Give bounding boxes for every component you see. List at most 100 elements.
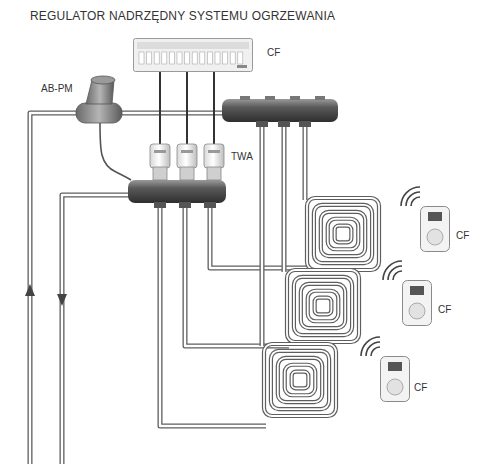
flow-arrow: [57, 294, 67, 306]
thermostat-shape: [380, 356, 410, 402]
actuator-wire: [186, 72, 188, 145]
floor-heating-loop: [308, 291, 339, 322]
actuator-adapter: [153, 167, 167, 180]
supply-pipe: [30, 113, 228, 464]
manifold-outlet: [256, 121, 268, 127]
actuator-logo: [181, 150, 193, 153]
controller-housing: [134, 39, 253, 72]
actuator-adapter: [180, 167, 194, 180]
terminal-block: [230, 52, 235, 64]
floor-heating-loop: [294, 277, 352, 335]
thermostat-shape: [420, 206, 450, 252]
floor-heating-loop: [264, 344, 336, 416]
terminal-block: [200, 52, 205, 64]
thermostat-display: [410, 286, 424, 295]
actuator-adapter: [207, 167, 221, 180]
terminal-block: [147, 52, 152, 64]
thermal-actuator: [150, 144, 170, 168]
floor-heating-loop: [285, 365, 316, 396]
return-pipe: [62, 195, 132, 464]
terminal-block: [223, 52, 228, 64]
controller-logo: [237, 65, 247, 68]
thermostat-shape: [402, 280, 432, 326]
manifold-port: [290, 96, 300, 100]
terminal-block: [238, 52, 243, 64]
wireless-signal: [406, 192, 420, 206]
valve-body: [76, 103, 122, 123]
return-manifold: [128, 180, 226, 203]
controller-shape: [133, 38, 253, 72]
actuator-wire: [159, 72, 161, 145]
wireless-signal: [401, 187, 420, 206]
floor-heating-loop: [307, 198, 379, 270]
floor-heating-loop: [321, 212, 365, 256]
terminal-block: [192, 52, 197, 64]
flow-arrow: [25, 284, 35, 296]
floor-heating-loop: [271, 351, 329, 409]
loop-return-pipe: [160, 202, 266, 426]
floor-heating-loop: [314, 205, 372, 263]
thermostat-dial: [409, 303, 425, 319]
floor-heating-loop: [328, 219, 359, 250]
terminal-block: [177, 52, 182, 64]
floor-heating-loop: [301, 284, 345, 328]
floor-heating-loop: [278, 358, 322, 402]
floor-heating-loop: [314, 205, 372, 263]
floor-heating-loop: [321, 212, 365, 256]
floor-heating-loop: [287, 270, 359, 342]
valve-label: AB-PM: [40, 83, 74, 94]
thermostat-housing: [421, 207, 450, 252]
loop-supply-pipe: [304, 122, 306, 200]
terminal-block: [154, 52, 159, 64]
master-controller: CF: [133, 38, 253, 72]
room-thermostat: CF: [402, 280, 432, 326]
thermostat-housing: [403, 281, 432, 326]
floor-heating-loop: [307, 198, 379, 270]
loop-supply-pipe: [261, 122, 263, 346]
thermostat-dial: [387, 379, 403, 395]
loop-supply-pipe: [260, 122, 265, 346]
terminal-strip: [137, 42, 249, 49]
thermostat-display: [388, 362, 402, 371]
supply-manifold: [222, 99, 338, 122]
device-label: CF: [438, 304, 451, 315]
wireless-signal: [411, 197, 420, 206]
floor-heating-loop: [285, 365, 316, 396]
manifold-outlet: [278, 121, 290, 127]
loop-supply-pipe: [282, 122, 287, 272]
manifold-outlet: [299, 121, 311, 127]
return-pipe: [62, 195, 132, 464]
device-label: CF: [267, 47, 280, 58]
loop-return-pipe: [185, 202, 289, 346]
loop-return-pipe: [185, 202, 289, 346]
floor-heating-loop: [328, 219, 359, 250]
room-thermostat: CF: [380, 356, 410, 402]
manifold-port: [240, 96, 250, 100]
actuator-label: TWA: [230, 151, 254, 162]
room-thermostat: CF: [420, 206, 450, 252]
floor-heating-loop: [271, 351, 329, 409]
terminal-block: [162, 52, 167, 64]
diagram-title: REGULATOR NADRZĘDNY SYSTEMU OGRZEWANIA: [30, 9, 335, 23]
wireless-signal: [393, 271, 402, 280]
floor-heating-loop: [315, 298, 332, 315]
thermostat-dial: [427, 229, 443, 245]
actuator-logo: [154, 150, 166, 153]
floor-heating-loop: [335, 226, 352, 243]
wireless-signal: [371, 347, 380, 356]
terminal-block: [207, 52, 212, 64]
thermal-actuator: [177, 144, 197, 168]
thermal-actuator: [204, 144, 224, 168]
actuator-wire: [213, 72, 215, 145]
floor-heating-loop: [301, 284, 345, 328]
manifold-outlet: [154, 202, 166, 208]
floor-heating-loop: [335, 226, 352, 243]
impulse-tube: [100, 123, 131, 180]
thermostat-housing: [381, 357, 410, 402]
terminal-block: [215, 52, 220, 64]
terminal-block: [169, 52, 174, 64]
supply-pipe: [30, 113, 228, 464]
floor-heating-loop: [294, 277, 352, 335]
thermostat-display: [428, 212, 442, 221]
wireless-signal: [366, 342, 380, 356]
